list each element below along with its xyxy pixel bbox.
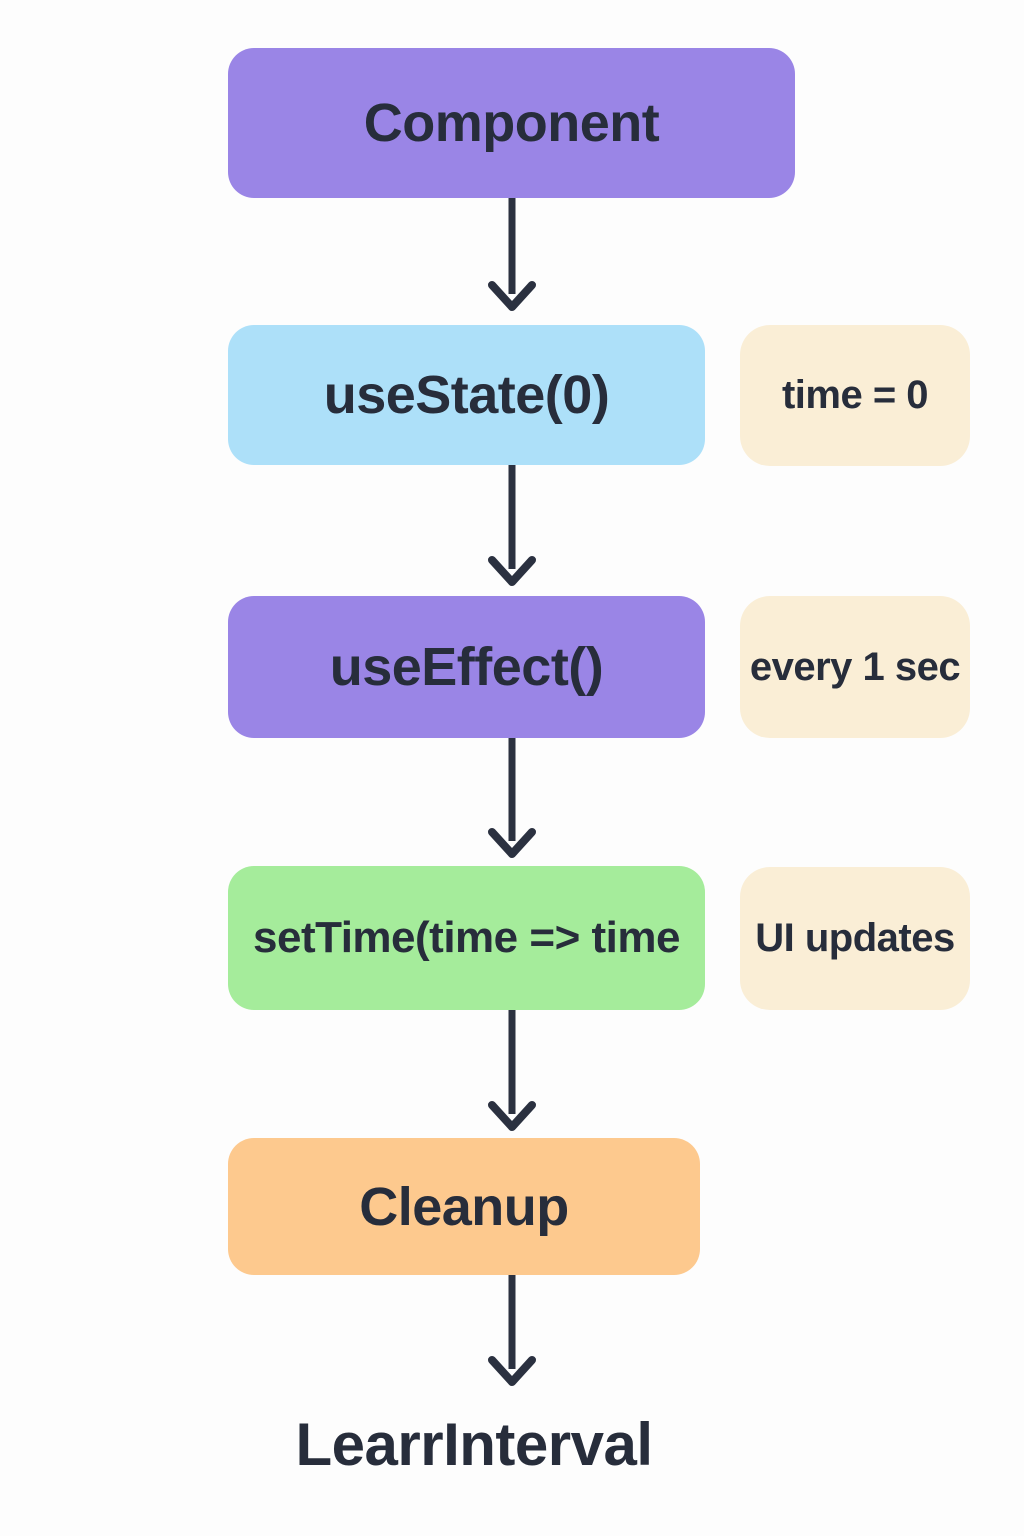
flow-node-component: Component (228, 48, 795, 198)
down-arrow-icon (488, 738, 536, 858)
down-arrow-icon (488, 1275, 536, 1386)
down-arrow-icon (488, 1010, 536, 1131)
terminal-label-learrinterval: LearrInterval (295, 1411, 653, 1478)
flow-node-set-time: setTime(time => time (228, 866, 705, 1010)
side-note-time-equals-0: time = 0 (740, 325, 970, 466)
flow-node-use-state: useState(0) (228, 325, 705, 465)
down-arrow-icon (488, 198, 536, 311)
side-note-ui-updates: UI updates (740, 867, 970, 1010)
flow-node-cleanup: Cleanup (228, 1138, 700, 1275)
side-note-every-1-sec: every 1 sec (740, 596, 970, 738)
flow-node-use-effect: useEffect() (228, 596, 705, 738)
down-arrow-icon (488, 465, 536, 586)
